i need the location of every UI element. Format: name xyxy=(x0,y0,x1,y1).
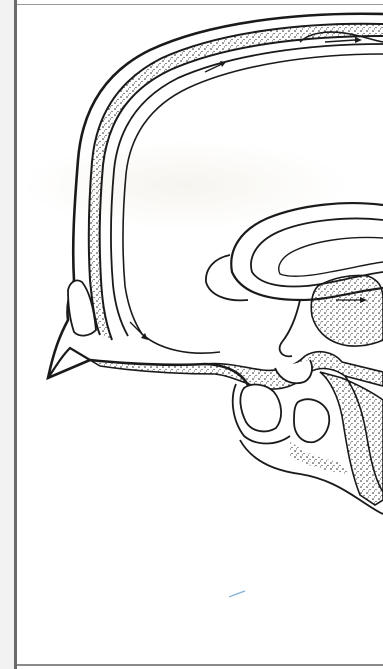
palate-stipple xyxy=(290,440,350,474)
sinus-flow-arrow xyxy=(325,40,355,42)
thalamus-region xyxy=(311,275,383,346)
sphenoid-sinus xyxy=(240,385,281,432)
ventricle-inner xyxy=(279,238,383,277)
stray-pen-mark xyxy=(228,590,246,598)
fornix xyxy=(280,300,300,356)
sinus-arrowhead xyxy=(355,37,362,43)
clivus xyxy=(320,372,383,505)
frontal-horn xyxy=(206,255,248,300)
sinus-chamber-2 xyxy=(294,399,329,442)
